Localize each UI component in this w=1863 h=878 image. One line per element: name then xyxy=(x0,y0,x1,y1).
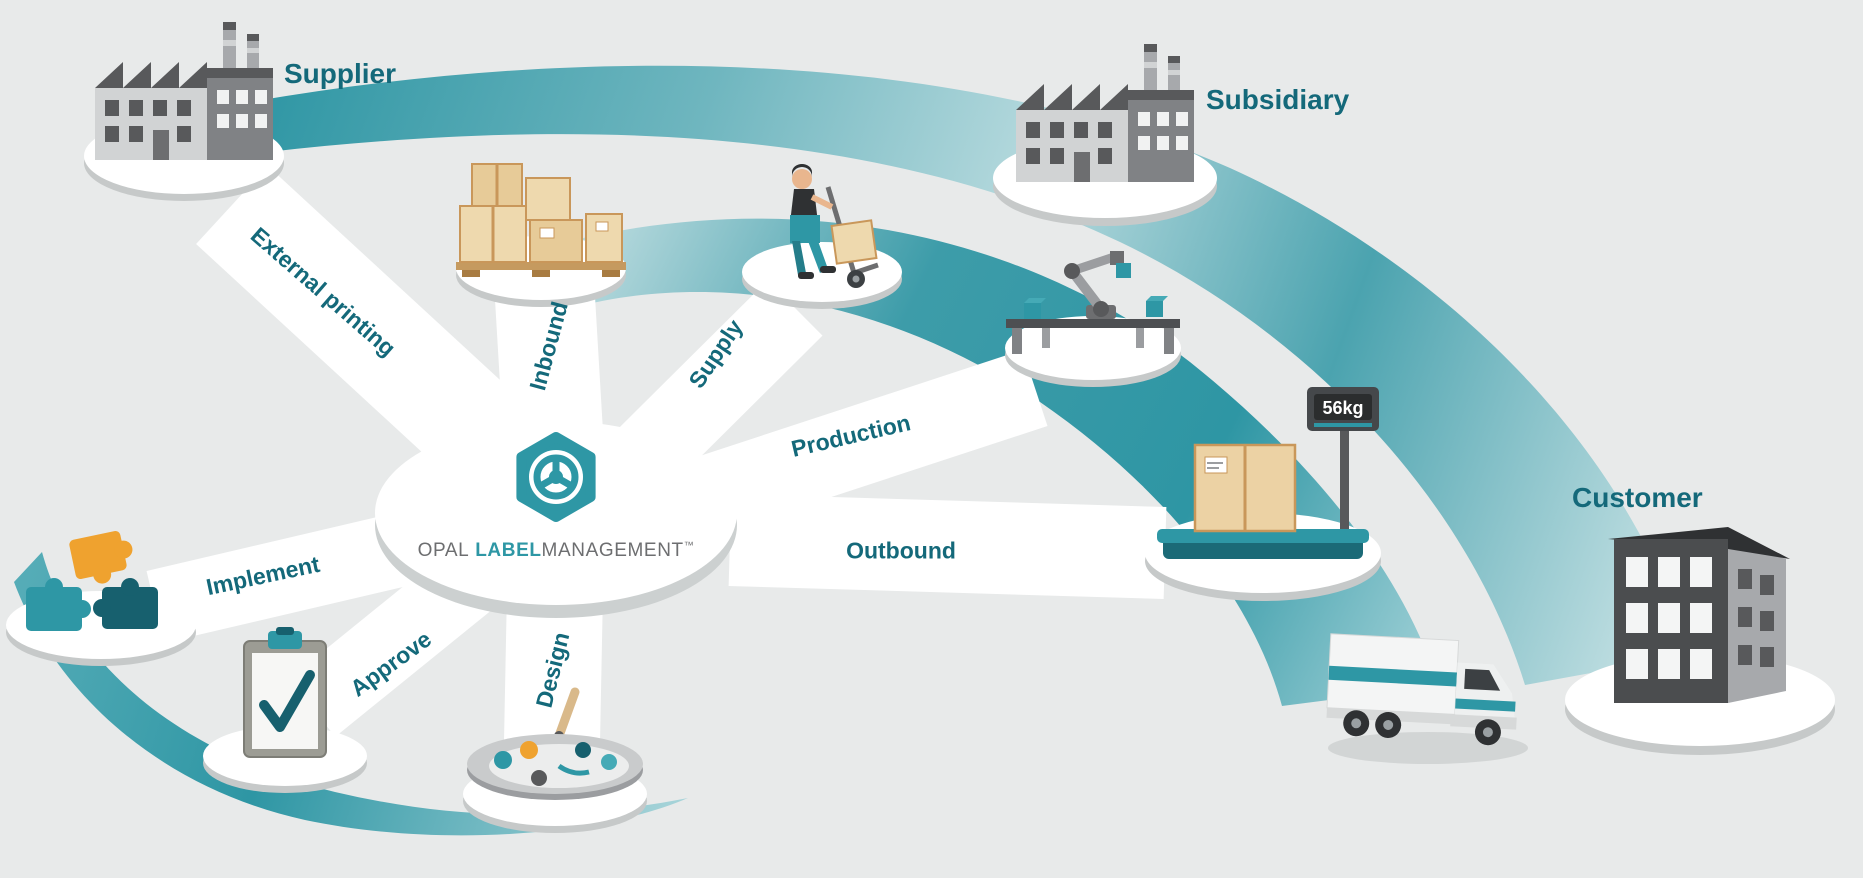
puzzle-pieces-icon xyxy=(26,530,158,631)
entity-label-customer: Customer xyxy=(1572,482,1703,513)
factory-icon xyxy=(1016,44,1194,182)
clipboard-check-icon xyxy=(243,627,327,758)
robot-arm-icon xyxy=(1006,251,1180,354)
brand-management: MANAGEMENT xyxy=(541,540,684,561)
paint-palette-icon xyxy=(467,687,643,800)
entity-label-supplier: Supplier xyxy=(284,58,397,89)
delivery-truck-icon xyxy=(1326,633,1517,746)
spoke-outbound xyxy=(728,494,1167,599)
step-label-outbound: Outbound xyxy=(846,537,956,564)
brand-opal: OPAL xyxy=(417,540,470,561)
entity-label-subsidiary: Subsidiary xyxy=(1206,84,1350,115)
scale-weight-readout: 56kg xyxy=(1322,398,1363,418)
warehouse-worker-icon xyxy=(790,164,879,288)
flow-ribbon-bottom xyxy=(14,552,688,836)
brand-wordmark: OPAL LABELMANAGEMENT™ xyxy=(418,540,695,562)
spoke-implement xyxy=(146,508,429,644)
platform-supply xyxy=(742,242,902,309)
spoke-production xyxy=(687,349,1048,537)
weighing-scale-icon: 56kg xyxy=(1157,387,1379,559)
brand-trademark: ™ xyxy=(683,540,695,552)
flow-ribbon-top xyxy=(250,65,1690,686)
brand-label: LABEL xyxy=(475,540,542,561)
office-building-icon xyxy=(1608,527,1790,703)
spoke-external-printing xyxy=(196,166,536,491)
pallet-boxes-icon xyxy=(456,163,626,277)
factory-icon xyxy=(95,22,273,160)
spoke-approve xyxy=(288,551,494,737)
spoke-supply xyxy=(612,280,823,490)
opal-logo-icon xyxy=(516,432,596,522)
